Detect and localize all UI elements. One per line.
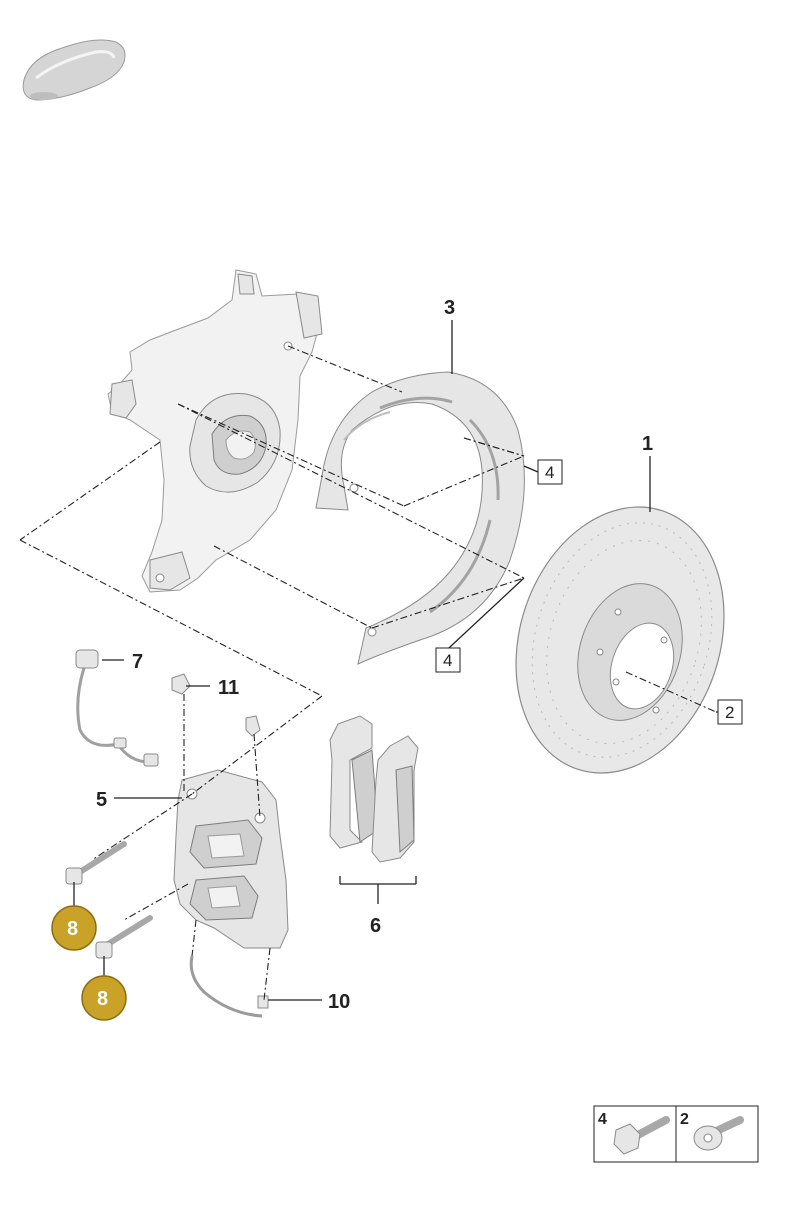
callout-7: 7: [132, 651, 143, 673]
callout-1: 1: [642, 433, 653, 455]
svg-text:8: 8: [67, 918, 78, 940]
car-thumbnail-icon: [22, 39, 126, 101]
sensor-clip-part: [171, 673, 261, 737]
legend-4-label: 4: [598, 1111, 607, 1128]
boxed-ref-4-lower: 4: [435, 647, 461, 673]
callout-3: 3: [444, 297, 455, 319]
brake-caliper-part: [173, 769, 289, 949]
assembly-lines: [19, 345, 717, 1001]
badge-8-upper[interactable]: 8: [51, 905, 97, 951]
wear-sensor-cable-part: [75, 649, 159, 767]
callout-10: 10: [328, 991, 350, 1013]
legend-2-label: 2: [680, 1111, 689, 1128]
wheel-carrier-part: [107, 269, 323, 593]
brake-pads-part: [329, 715, 419, 863]
brake-shield-part: [315, 371, 525, 665]
brake-hose-part: [189, 955, 269, 1018]
svg-text:2: 2: [725, 703, 734, 722]
countersunk-screw-icon: [693, 1116, 744, 1151]
boxed-ref-4-upper: 4: [537, 459, 563, 485]
brake-disc-part: [515, 506, 725, 774]
callout-6: 6: [370, 915, 381, 937]
badge-8-lower[interactable]: 8: [81, 975, 127, 1021]
callout-5: 5: [96, 789, 107, 811]
boxed-ref-2: 2: [717, 699, 743, 725]
svg-text:4: 4: [443, 651, 452, 670]
caliper-bolt-part: [65, 841, 153, 959]
callout-11: 11: [218, 677, 239, 699]
svg-text:8: 8: [97, 988, 108, 1010]
svg-text:4: 4: [545, 463, 554, 482]
leader-lines: [73, 320, 718, 1001]
hex-bolt-icon: [613, 1116, 670, 1155]
fastener-legend: 4 2: [593, 1105, 759, 1163]
